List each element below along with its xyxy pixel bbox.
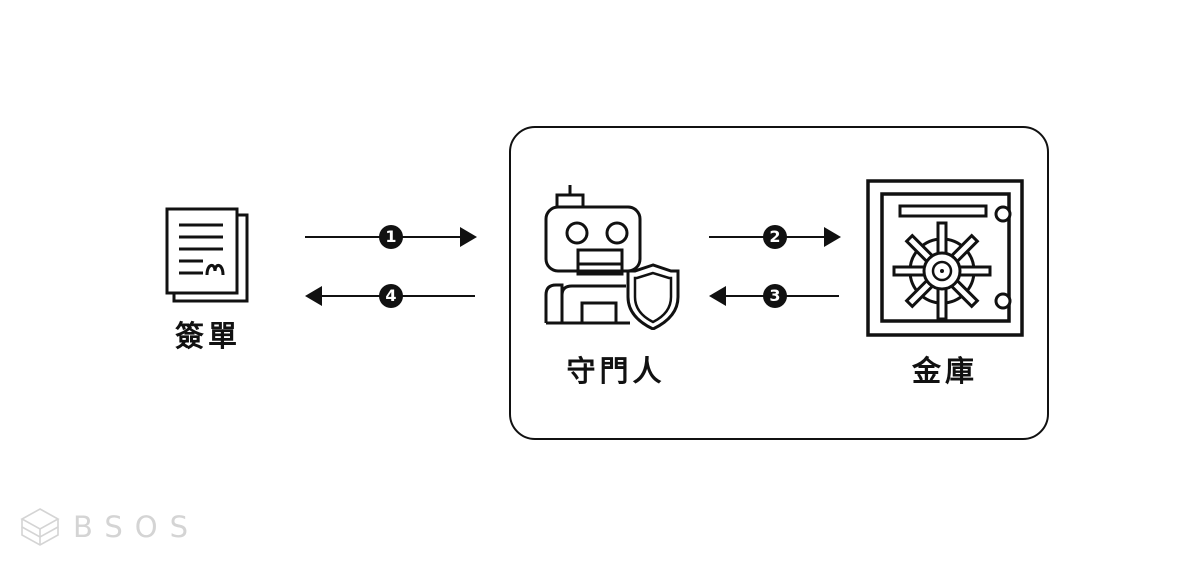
arrowhead-left-icon [709,286,726,306]
gatekeeper-vault-group [509,126,1049,440]
gatekeeper-label: 守門人 [566,354,666,388]
arrow-step-3: 3 [709,284,839,308]
step-badge: 2 [763,225,787,249]
arrowhead-right-icon [824,227,841,247]
step-badge: 1 [379,225,403,249]
arrow-step-1: 1 [305,225,477,249]
robot-shield-icon [544,185,680,330]
arrow-step-2: 2 [709,225,841,249]
step-badge: 3 [763,284,787,308]
bsos-logo-icon [20,508,60,546]
vault-label: 金庫 [911,354,978,388]
watermark-text: BSOS [73,510,201,544]
arrowhead-right-icon [460,227,477,247]
step-badge: 4 [379,284,403,308]
vault-icon [866,179,1024,337]
document-icon [165,207,249,303]
arrow-step-4: 4 [305,284,475,308]
arrowhead-left-icon [305,286,322,306]
bill-label: 簽單 [174,319,241,353]
